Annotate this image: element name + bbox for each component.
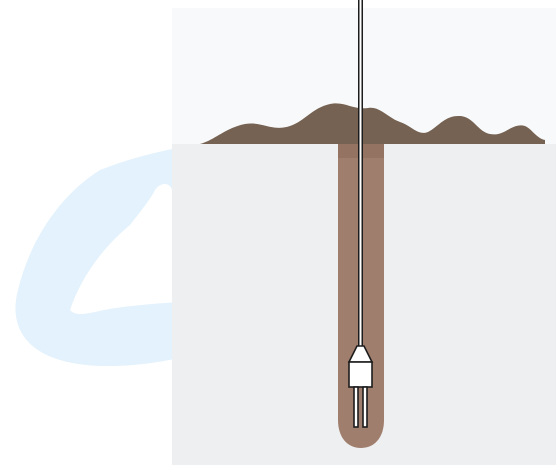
sensor-prong-right [362,386,368,428]
soil-mound [200,103,545,144]
sensor-body [348,361,373,388]
sensor-prong-left [353,386,359,428]
sensor-cable-core [359,0,362,350]
soil-moisture-probe-icon [347,345,374,428]
